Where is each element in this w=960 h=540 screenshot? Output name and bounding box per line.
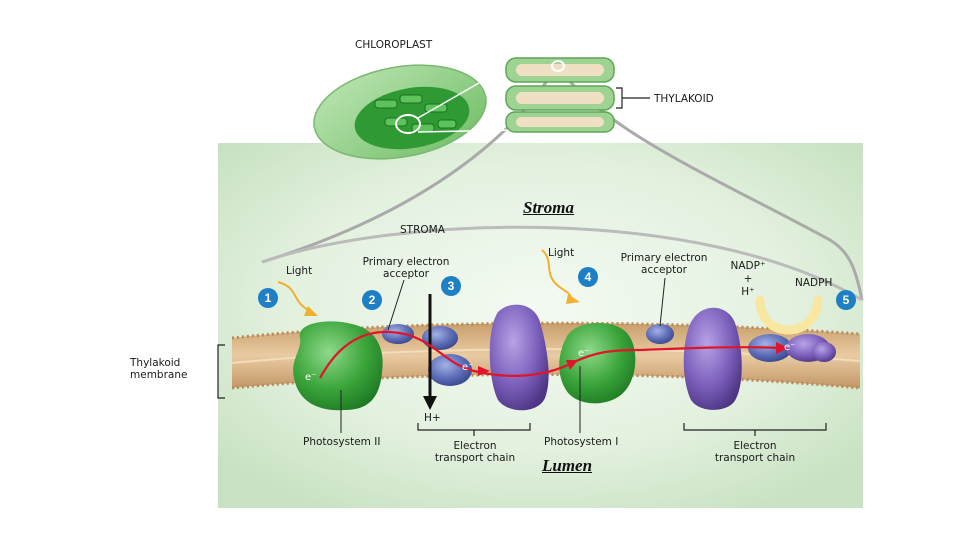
photosystem-i-complex (559, 322, 636, 404)
primary-acceptor-1 (382, 324, 414, 344)
primary-acceptor-label-1: Primary electron acceptor (362, 256, 450, 280)
electron-path (319, 330, 781, 379)
chloroplast-illustration (313, 64, 487, 160)
electron-2: e⁻ (462, 362, 474, 373)
zoom-arc (261, 225, 863, 302)
step-badge-5: 5 (836, 290, 856, 310)
electron-1: e⁻ (305, 372, 317, 383)
electron-3: e⁻ (578, 348, 590, 359)
step-badge-1: 1 (258, 288, 278, 308)
stroma-handwritten-label: Stroma (523, 198, 575, 217)
nadph-arrow (755, 295, 823, 335)
lumen-handwritten-label: Lumen (542, 456, 593, 475)
step-badge-4: 4 (578, 267, 598, 287)
pointer-acceptor-1 (387, 279, 405, 331)
nadph-label: NADPH (795, 277, 833, 289)
primary-acceptor-2 (646, 324, 674, 344)
primary-acceptor-label-2: Primary electron acceptor (620, 252, 708, 276)
membrane-bracket (217, 344, 225, 399)
electron-4: e⁻ (784, 342, 796, 353)
light-label-2: Light (548, 247, 575, 259)
plastoquinone-complex (428, 354, 472, 386)
stroma-label: STROMA (400, 224, 445, 236)
etc-label-1: Electron transport chain (434, 440, 516, 464)
ferredoxin-complex (683, 307, 742, 410)
etc-bracket-2 (683, 423, 827, 436)
chloroplast-label: CHLOROPLAST (355, 39, 433, 51)
step-badge-2: 2 (362, 290, 382, 310)
pointer-acceptor-2 (659, 277, 666, 327)
thylakoid-membrane-label: Thylakoid membrane (130, 357, 188, 381)
cytochrome-complex-small (422, 326, 458, 350)
cytochrome-complex (489, 304, 549, 411)
etc-bracket-1 (417, 423, 531, 436)
h-plus-label: H+ (424, 412, 441, 424)
thylakoid-stack (505, 57, 615, 133)
etc-label-2: Electron transport chain (714, 440, 796, 464)
photosystem-ii-label: Photosystem II (303, 436, 381, 448)
light-label-1: Light (286, 265, 313, 277)
photosystem-i-label: Photosystem I (544, 436, 619, 448)
photosystem-ii-complex (293, 321, 383, 411)
step-badge-3: 3 (441, 276, 461, 296)
thylakoid-bracket (616, 87, 650, 109)
thylakoid-label: THYLAKOID (654, 93, 714, 105)
nadp-plus-label: NADP⁺ + H⁺ (730, 260, 766, 298)
